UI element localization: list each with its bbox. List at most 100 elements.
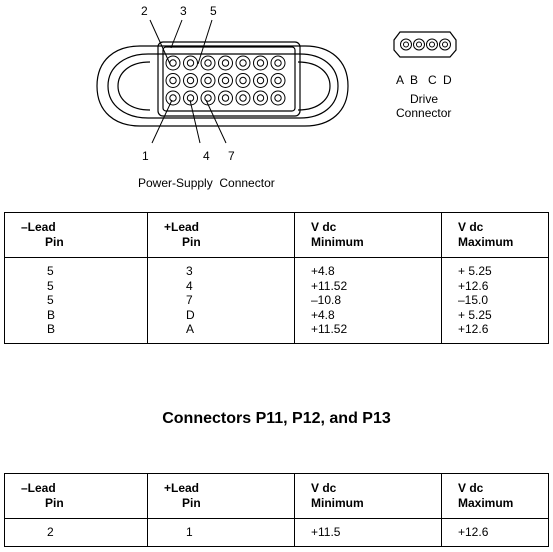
pin-socket: [200, 73, 216, 88]
table-cell: +4.8: [311, 264, 335, 278]
table-cell: 1: [186, 525, 193, 539]
drive-pin-label-d: D: [443, 73, 452, 87]
pin-socket: [183, 73, 198, 88]
column-header-line2: Pin: [182, 496, 201, 510]
drive-pin-socket: [413, 38, 425, 51]
pin-hole: [221, 94, 230, 102]
pin-hole: [274, 59, 282, 67]
table-cell: B: [47, 307, 56, 322]
pin-hole: [274, 94, 282, 102]
table-cell: 2: [47, 525, 54, 539]
drive-pin-holes: [400, 38, 451, 51]
pin-socket: [200, 90, 216, 106]
table-cell: –15.0: [458, 293, 489, 307]
pin-hole: [256, 94, 265, 102]
column-header-line1: V dc: [458, 220, 484, 234]
drive-pin-label-a: A: [396, 73, 404, 87]
drive-pin-hole: [429, 41, 435, 48]
pin-socket: [165, 73, 181, 88]
table-cell: 5: [47, 278, 54, 293]
pin-hole: [169, 59, 177, 67]
table-cell: 7: [186, 293, 193, 307]
table-cell: 5: [47, 293, 54, 307]
table-cell: +11.52: [311, 278, 348, 293]
table-cell: + 5.25: [458, 264, 492, 278]
pin-hole: [256, 59, 265, 67]
pin-socket: [253, 90, 268, 106]
column-header-line1: –Lead: [21, 220, 56, 234]
power-supply-connector: [96, 41, 349, 127]
pin-socket: [253, 55, 268, 71]
table-cell: +12.6: [458, 278, 489, 293]
drive-pin-hole: [403, 41, 409, 48]
pin-socket: [183, 55, 198, 71]
table-cell: +11.52: [311, 322, 348, 336]
column-header-line2: Pin: [45, 496, 64, 510]
pin-hole: [221, 76, 230, 85]
pin-socket: [200, 55, 216, 71]
column-header-line2: Minimum: [311, 235, 364, 249]
callout-7: 7: [228, 149, 235, 163]
table-column-cells: +12.6: [441, 518, 549, 547]
pin-hole: [204, 59, 212, 67]
table-cell: D: [186, 307, 195, 322]
pin-socket: [218, 55, 233, 71]
connector-diagram: 2 3 5 1 4 7 Power-Supply Connector A B C…: [96, 4, 457, 190]
pin-socket: [218, 73, 233, 88]
pin-socket: [235, 90, 251, 106]
column-header-line2: Pin: [182, 235, 201, 249]
pin-hole: [186, 76, 195, 85]
column-header-line2: Maximum: [458, 496, 514, 510]
callout-2: 2: [141, 4, 148, 18]
column-header-line1: V dc: [311, 220, 337, 234]
pin-grid: [165, 55, 286, 106]
column-header-line1: V dc: [458, 481, 484, 495]
table-cell: 4: [186, 278, 193, 293]
table-cell: 5: [47, 264, 54, 278]
table-cell: +4.8: [311, 307, 335, 322]
column-header-line2: Minimum: [311, 496, 364, 510]
pin-hole: [239, 94, 247, 102]
drive-pin-socket: [439, 38, 451, 51]
drive-pin-label-c: C: [428, 73, 437, 87]
pin-socket: [270, 90, 286, 106]
table-body-row: 2 1 +11.5 +12.6: [4, 518, 549, 547]
pin-hole: [186, 59, 195, 67]
table-cell: +11.5: [311, 525, 341, 539]
pin-hole: [204, 76, 212, 85]
pin-hole: [169, 76, 177, 85]
drive-pin-hole: [416, 41, 422, 48]
pin-socket: [183, 90, 198, 106]
callout-4: 4: [203, 149, 210, 163]
callout-3: 3: [180, 4, 187, 18]
pin-hole: [169, 94, 177, 102]
drive-pin-hole: [442, 41, 448, 48]
pin-socket: [165, 90, 181, 106]
table-cell: + 5.25: [458, 307, 492, 322]
drive-connector: [393, 31, 457, 58]
drive-label-line1: Drive: [410, 92, 438, 106]
table-column-cells: + 5.25+12.6–15.0+ 5.25+12.6: [441, 257, 549, 344]
drive-pin-socket: [426, 38, 438, 51]
pin-socket: [165, 55, 181, 71]
pin-hole: [221, 59, 230, 67]
section-title: Connectors P11, P12, and P13: [162, 410, 391, 427]
pin-socket: [253, 73, 268, 88]
pin-hole: [239, 76, 247, 85]
pin-socket: [270, 55, 286, 71]
pin-socket: [270, 73, 286, 88]
table-cell: –10.8: [311, 293, 342, 307]
callout-lines: [149, 19, 227, 144]
